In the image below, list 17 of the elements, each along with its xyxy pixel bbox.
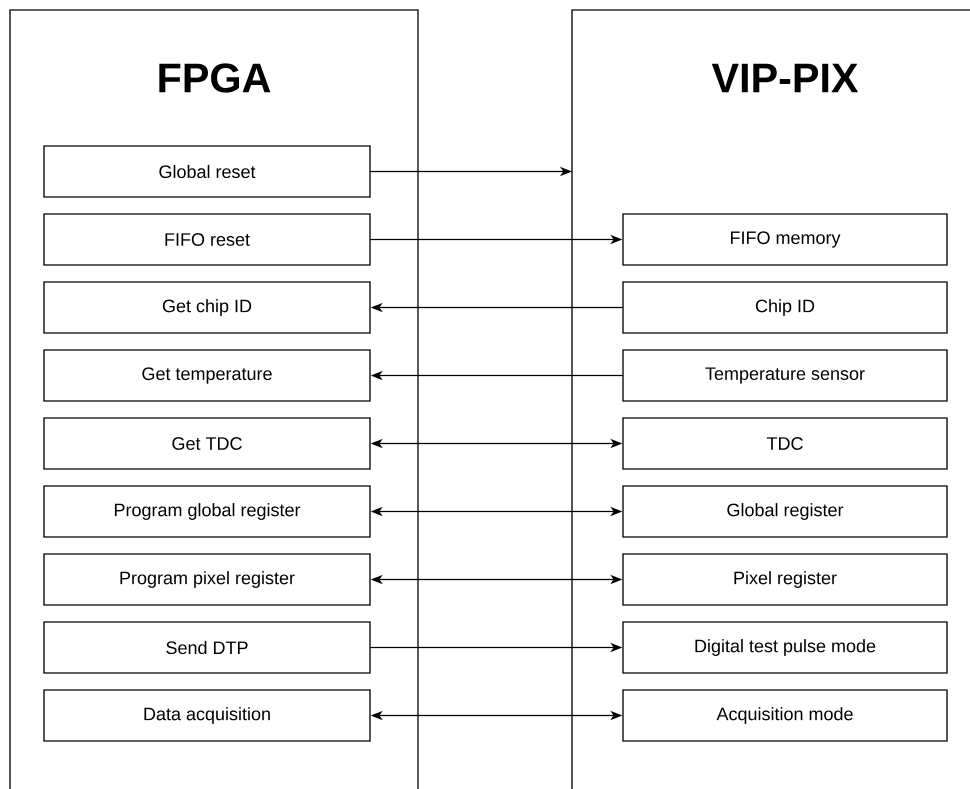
process-box: TDC (622, 417, 948, 470)
process-box: Send DTP (43, 621, 371, 674)
process-box: Get chip ID (43, 281, 371, 334)
process-box: Data acquisition (43, 689, 371, 742)
process-box: Acquisition mode (622, 689, 948, 742)
process-box: Pixel register (622, 553, 948, 606)
process-box: FIFO memory (622, 213, 948, 266)
process-box: Program pixel register (43, 553, 371, 606)
process-box: Global register (622, 485, 948, 538)
process-box: FIFO reset (43, 213, 371, 266)
process-box: Program global register (43, 485, 371, 538)
process-box: Temperature sensor (622, 349, 948, 402)
process-box: Global reset (43, 145, 371, 198)
process-box: Chip ID (622, 281, 948, 334)
process-box: Get TDC (43, 417, 371, 470)
process-box: Get temperature (43, 349, 371, 402)
process-box: Digital test pulse mode (622, 621, 948, 674)
